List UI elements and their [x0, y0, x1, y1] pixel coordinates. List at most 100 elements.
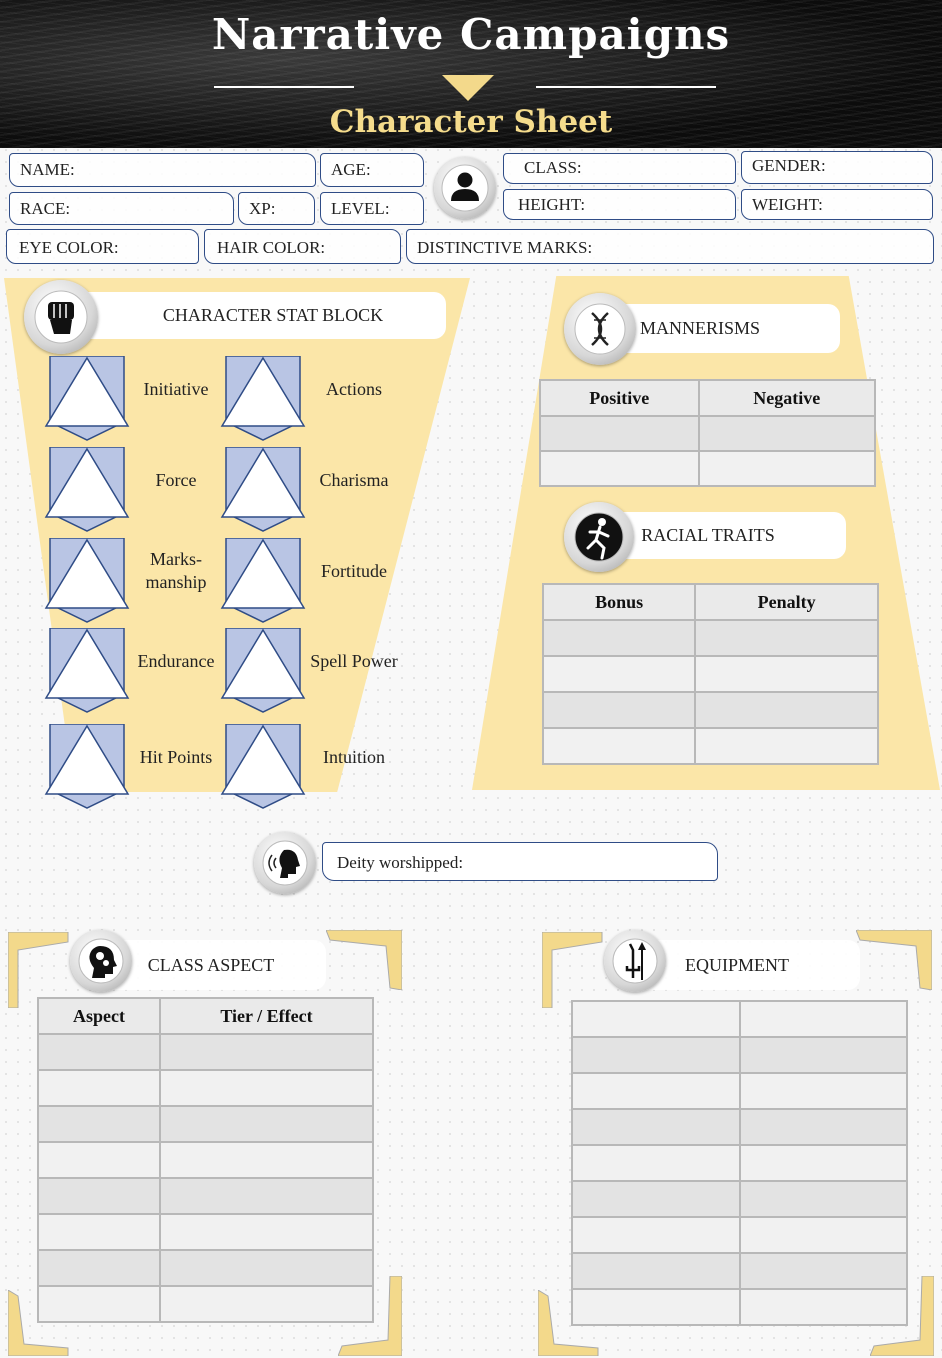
distinctive-marks-label: DISTINCTIVE MARKS:: [417, 238, 593, 257]
table-cell[interactable]: [571, 1000, 741, 1038]
equipment-title: EQUIPMENT: [685, 954, 789, 975]
table-cell[interactable]: [158, 1213, 375, 1251]
name-label: NAME:: [20, 160, 75, 179]
table-cell[interactable]: [37, 1141, 161, 1179]
table-cell[interactable]: [694, 655, 879, 693]
table-cell[interactable]: [37, 1105, 161, 1143]
person-icon: [434, 157, 496, 219]
level-field[interactable]: LEVEL:: [320, 192, 424, 225]
race-field[interactable]: RACE:: [9, 192, 234, 225]
table-cell[interactable]: [158, 1033, 375, 1071]
table-cell[interactable]: [541, 691, 697, 729]
corner-decoration-top-right: [856, 930, 932, 990]
stat-shield-fortitude[interactable]: [220, 537, 306, 624]
page-title: Narrative Campaigns: [211, 10, 731, 59]
stat-label: Endurance: [137, 651, 215, 671]
stat-shield-actions[interactable]: [220, 355, 306, 442]
height-label: HEIGHT:: [518, 195, 586, 214]
table-cell[interactable]: [738, 1144, 908, 1182]
racial-traits-table: Bonus Penalty: [541, 583, 879, 765]
table-row: [37, 1285, 375, 1323]
table-cell[interactable]: [541, 655, 697, 693]
class-label: CLASS:: [524, 158, 582, 177]
stat-shield-spell-power[interactable]: [220, 627, 306, 714]
table-cell[interactable]: [571, 1180, 741, 1218]
table-cell[interactable]: [158, 1105, 375, 1143]
height-field[interactable]: HEIGHT:: [503, 189, 736, 220]
table-cell[interactable]: [571, 1144, 741, 1182]
table-cell[interactable]: [738, 1072, 908, 1110]
stat-shield-intuition[interactable]: [220, 723, 306, 810]
table-cell[interactable]: [541, 619, 697, 657]
stat-label: Fortitude: [321, 561, 387, 581]
racial-traits-col-bonus: Bonus: [541, 583, 697, 621]
runner-icon: [564, 502, 634, 572]
corner-decoration-bottom-right: [870, 1276, 934, 1356]
table-cell[interactable]: [694, 619, 879, 657]
stat-shield-marks-manship[interactable]: [44, 537, 130, 624]
table-cell[interactable]: [738, 1216, 908, 1254]
table-cell[interactable]: [697, 450, 877, 487]
table-cell[interactable]: [738, 1108, 908, 1146]
class-aspect-col-tier: Tier / Effect: [158, 997, 375, 1035]
table-cell[interactable]: [738, 1180, 908, 1218]
class-field[interactable]: CLASS:: [503, 153, 736, 184]
mannerisms-col-positive: Positive: [539, 379, 700, 417]
table-row: [37, 1069, 375, 1107]
table-cell[interactable]: [571, 1216, 741, 1254]
table-row: [37, 1141, 375, 1179]
name-field[interactable]: NAME:: [9, 153, 316, 187]
corner-decoration-bottom-left: [8, 1290, 69, 1356]
down-arrow-icon: [442, 75, 494, 101]
xp-field[interactable]: XP:: [238, 192, 315, 225]
class-aspect-table: Aspect Tier / Effect: [37, 997, 375, 1323]
weapons-icon: [604, 930, 666, 992]
weight-field[interactable]: WEIGHT:: [741, 189, 933, 220]
level-label: LEVEL:: [331, 199, 390, 218]
table-cell[interactable]: [738, 1288, 908, 1326]
table-cell[interactable]: [158, 1141, 375, 1179]
stat-label: Charisma: [319, 470, 389, 490]
stat-shield-charisma[interactable]: [220, 446, 306, 533]
table-cell[interactable]: [37, 1285, 161, 1323]
table-cell[interactable]: [37, 1033, 161, 1071]
table-cell[interactable]: [158, 1249, 375, 1287]
eye-color-field[interactable]: EYE COLOR:: [6, 229, 199, 264]
table-cell[interactable]: [37, 1249, 161, 1287]
table-cell[interactable]: [539, 450, 700, 487]
table-cell[interactable]: [571, 1252, 741, 1290]
stat-shield-initiative[interactable]: [44, 355, 130, 442]
fist-icon: [24, 280, 98, 354]
table-cell[interactable]: [37, 1069, 161, 1107]
table-cell[interactable]: [37, 1177, 161, 1215]
table-cell[interactable]: [697, 415, 877, 452]
table-cell[interactable]: [738, 1000, 908, 1038]
table-row: [37, 1177, 375, 1215]
table-cell[interactable]: [571, 1036, 741, 1074]
table-cell[interactable]: [571, 1108, 741, 1146]
title-divider-left: [214, 86, 354, 88]
table-cell[interactable]: [158, 1069, 375, 1107]
table-cell[interactable]: [694, 691, 879, 729]
table-cell[interactable]: [738, 1252, 908, 1290]
stat-label: Force: [155, 470, 197, 490]
table-cell[interactable]: [37, 1213, 161, 1251]
stat-shield-endurance[interactable]: [44, 627, 130, 714]
age-field[interactable]: AGE:: [320, 153, 424, 187]
deity-field[interactable]: Deity worshipped:: [322, 842, 718, 881]
table-cell[interactable]: [694, 727, 879, 765]
distinctive-marks-field[interactable]: DISTINCTIVE MARKS:: [406, 229, 934, 264]
table-cell[interactable]: [158, 1285, 375, 1323]
table-cell[interactable]: [541, 727, 697, 765]
table-cell[interactable]: [158, 1177, 375, 1215]
stat-label: Intuition: [323, 747, 385, 767]
table-cell[interactable]: [738, 1036, 908, 1074]
table-cell[interactable]: [571, 1288, 741, 1326]
table-cell[interactable]: [571, 1072, 741, 1110]
table-cell[interactable]: [539, 415, 700, 452]
gender-field[interactable]: GENDER:: [741, 151, 933, 184]
stat-shield-hit-points[interactable]: [44, 723, 130, 810]
racial-traits-header: RACIAL TRAITS: [600, 512, 846, 559]
hair-color-field[interactable]: HAIR COLOR:: [204, 229, 401, 264]
stat-shield-force[interactable]: [44, 446, 130, 533]
